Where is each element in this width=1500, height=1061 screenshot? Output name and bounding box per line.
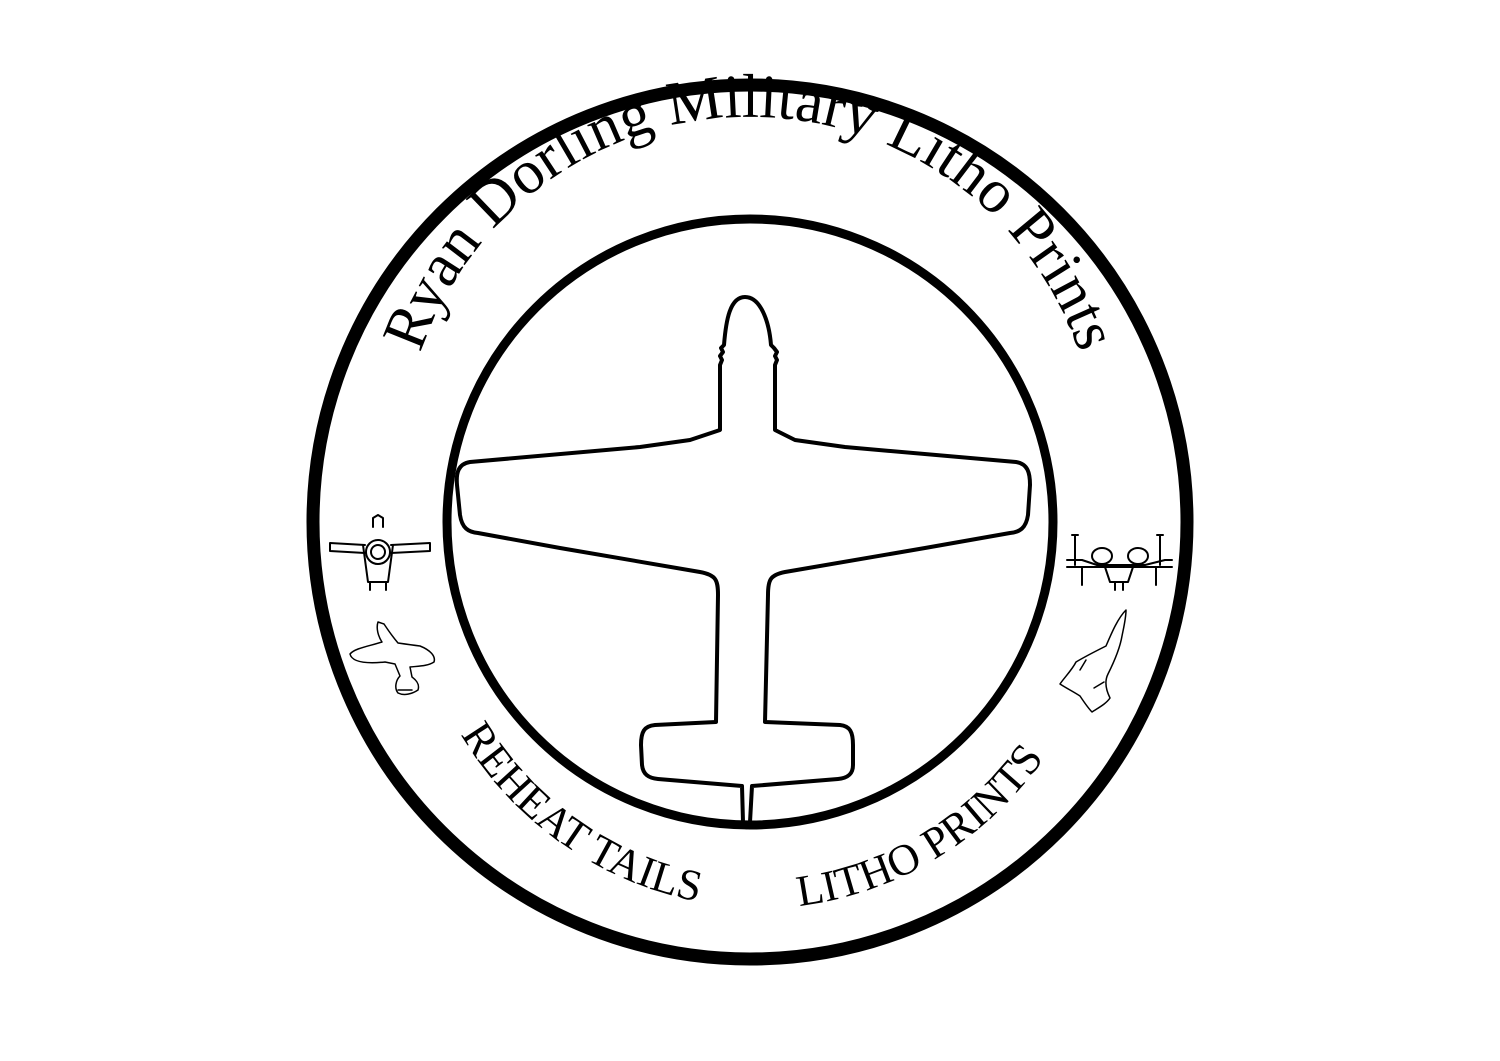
badge-top-text: Ryan Dorling Military Litho Prints — [370, 63, 1131, 358]
propeller-fighter-front-view-icon — [329, 514, 431, 591]
spitfire-silhouette-icon — [349, 621, 436, 696]
sr71-blackbird-silhouette-icon — [1059, 609, 1127, 713]
badge-bottom-right-text: LITHO PRINTS — [793, 735, 1053, 916]
a10-warthog-front-view-icon — [1066, 534, 1173, 591]
fighter-plane-silhouette-icon — [454, 295, 1032, 830]
outer-ring — [306, 78, 1194, 966]
inner-ring — [442, 214, 1058, 830]
